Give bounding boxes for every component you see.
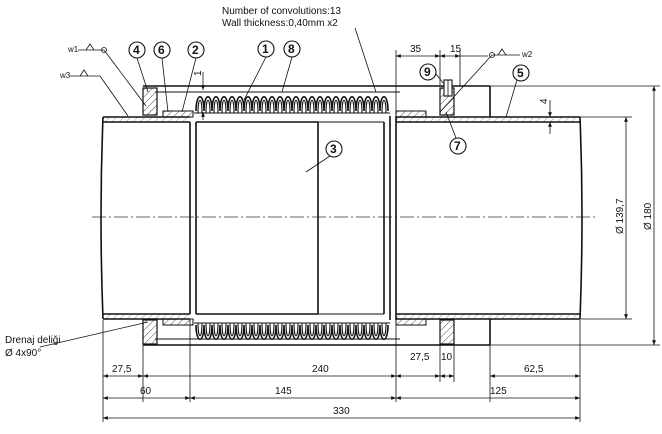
note-drain-line1: Drenaj deliği [5,335,61,346]
svg-text:9: 9 [424,65,431,79]
balloon-2: 2 [181,41,205,113]
note-leader [354,27,377,93]
right-seat-top [395,110,427,118]
dim-dia-1397: Ø 139,7 [580,116,632,320]
dim-4-label: 4 [539,98,550,104]
dim-60-label: 60 [140,386,152,397]
drain-leader [39,321,149,348]
dim-row-3: 330 [103,406,580,420]
dim-1-label: 1 [193,70,204,76]
balloon-8: 8 [281,40,301,93]
dim-145-label: 145 [275,386,292,397]
svg-text:5: 5 [517,66,524,80]
balloon-1: 1 [243,40,275,101]
dim-125-label: 125 [490,386,507,397]
dim-275-left-label: 27,5 [112,364,132,375]
left-flange-top [142,87,158,116]
note-drain-line2: Ø 4x90° [5,348,41,359]
svg-text:3: 3 [330,142,337,156]
left-flange-bottom [142,319,158,345]
balloon-7: 7 [445,111,467,155]
left-pipe [100,116,190,320]
left-seat-bottom [162,318,194,326]
bellows-top [194,95,390,114]
bottom-extension-lines [102,320,581,422]
svg-text:4: 4 [133,43,140,57]
svg-text:7: 7 [454,139,461,153]
right-flange-bottom [439,319,455,345]
dim-15-label: 15 [450,44,462,55]
dim-35-label: 35 [410,44,422,55]
bellows-bottom [194,322,390,341]
inner-sleeve [189,116,397,320]
dim-right-4: 4 [539,98,552,134]
right-seat-bottom [395,318,427,326]
weld-symbol-w1: w1 [67,43,147,107]
balloon-6: 6 [153,41,171,113]
dia-180-label: Ø 180 [643,202,654,230]
dim-10-label: 10 [441,352,453,363]
balloon-5: 5 [505,64,530,118]
svg-text:1: 1 [262,42,269,56]
dim-275-right-label: 27,5 [410,352,430,363]
dim-dia-180: Ø 180 [490,85,660,346]
dim-330-label: 330 [333,406,350,417]
dim-top-35-15: 35 15 [395,44,488,112]
dim-row-1: 27,5 240 27,5 10 62,5 [103,352,580,378]
dia-1397-label: Ø 139,7 [615,198,626,234]
svg-text:8: 8 [288,42,295,56]
note-convolutions: Number of convolutions:13 [222,6,341,17]
left-seat-top [162,110,194,118]
vent-fitting [443,79,453,97]
note-wall-thickness: Wall thickness:0,40mm x2 [222,18,338,29]
weld-symbol-w2: w2 [439,48,533,113]
svg-text:6: 6 [158,43,165,57]
dim-240-label: 240 [312,364,329,375]
weld-symbol-w3: w3 [59,69,129,117]
right-pipe [396,116,583,320]
dim-row-2: 60 145 125 [103,386,580,400]
svg-text:w2: w2 [521,50,533,59]
dim-top-1: 1 [193,70,205,120]
dim-625-label: 62,5 [524,364,544,375]
balloon-3: 3 [305,140,343,173]
svg-text:w1: w1 [67,45,79,54]
balloon-4: 4 [128,41,149,93]
svg-text:2: 2 [192,43,199,57]
outer-cover [143,85,491,346]
svg-text:w3: w3 [59,71,71,80]
